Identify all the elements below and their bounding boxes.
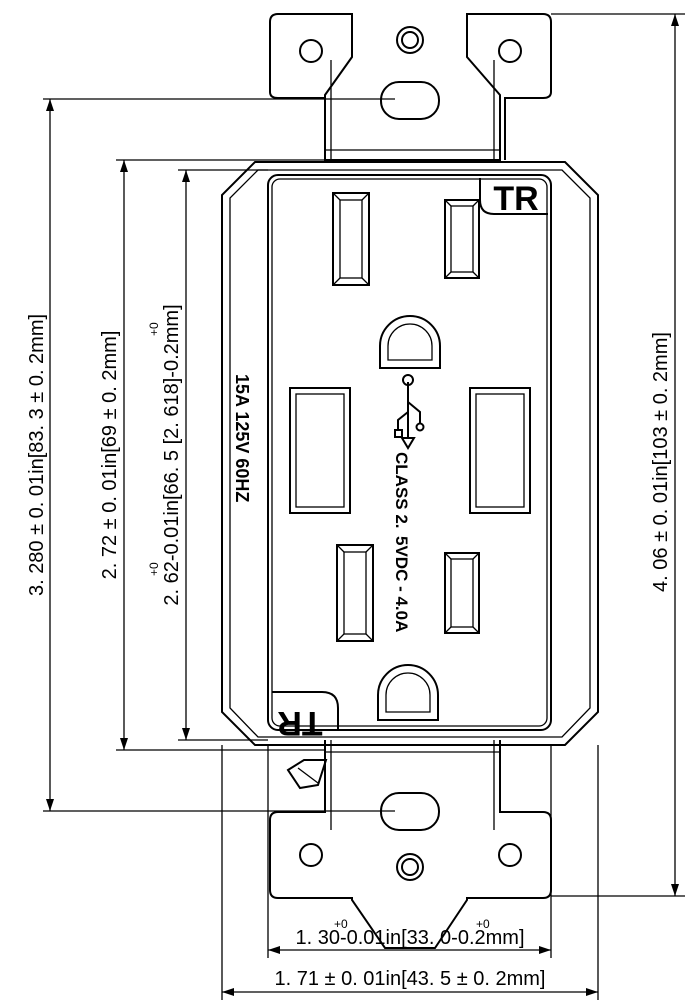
tr-top-marker: TR — [479, 178, 548, 218]
lower-ground-hole — [377, 664, 439, 721]
upper-neutral-slot — [332, 192, 370, 286]
bottom-left-ear-hole — [299, 843, 323, 867]
lower-neutral-slot — [336, 544, 374, 642]
usb-port-left — [289, 387, 351, 514]
top-mount-slot — [380, 81, 440, 120]
dim-body-height-text: 2. 62-0.01in[66. 5 [2. 618]-0.2mm] — [161, 304, 183, 605]
lower-receptacle — [336, 544, 480, 721]
outlet-body-inner — [229, 169, 591, 738]
bottom-screw-icon — [396, 853, 424, 881]
upper-hot-slot — [444, 199, 480, 279]
bottom-right-ear-hole — [498, 843, 522, 867]
dim-face-height: 2. 72 ± 0. 01in[69 ± 0. 2mm] — [99, 159, 325, 751]
top-screw-icon — [396, 26, 424, 54]
dim-overall-width: 1. 71 ± 0. 01in[43. 5 ± 0. 2mm] — [221, 745, 599, 1000]
dim-body-height-sup1: +0 — [147, 562, 161, 576]
dim-body-width-sup1: +0 — [334, 917, 348, 931]
usb-output-label: 5VDC - 4.0A — [392, 536, 411, 632]
dim-body-height: 2. 62-0.01in[66. 5 [2. 618]-0.2mm] +0 +0 — [147, 169, 268, 741]
upper-receptacle — [332, 192, 480, 369]
top-mounting-strap — [269, 13, 552, 161]
ground-screw-icon — [286, 759, 328, 790]
tr-bottom-label: TR — [277, 704, 322, 742]
usb-class-label: CLASS 2. — [392, 452, 411, 529]
dim-body-height-sup2: +0 — [147, 322, 161, 336]
top-right-ear-hole — [498, 39, 522, 63]
dim-face-height-text: 2. 72 ± 0. 01in[69 ± 0. 2mm] — [99, 331, 121, 580]
tr-top-label: TR — [493, 180, 538, 218]
usb-port-right — [469, 387, 531, 514]
upper-ground-hole — [379, 315, 441, 369]
outlet-face — [267, 174, 552, 731]
dim-body-width-text: 1. 30-0.01in[33. 0-0.2mm] — [295, 927, 524, 949]
dim-body-width-sup2: +0 — [476, 917, 490, 931]
usb-symbol-icon — [394, 374, 425, 450]
dim-overall-height: 4. 06 ± 0. 01in[103 ± 0. 2mm] — [551, 13, 685, 897]
dim-body-width: 1. 30-0.01in[33. 0-0.2mm] +0 +0 — [267, 745, 552, 958]
rating-label: 15A 125V 60HZ — [232, 374, 252, 502]
dim-overall-width-text: 1. 71 ± 0. 01in[43. 5 ± 0. 2mm] — [275, 968, 546, 990]
dim-mount-hole-spacing: 3. 280 ± 0. 01in[83. 3 ± 0. 2mm] — [26, 98, 395, 812]
dim-mount-hole-spacing-text: 3. 280 ± 0. 01in[83. 3 ± 0. 2mm] — [26, 314, 48, 596]
top-left-ear-hole — [299, 39, 323, 63]
dim-overall-height-text: 4. 06 ± 0. 01in[103 ± 0. 2mm] — [650, 332, 672, 592]
outlet-body-outer — [221, 161, 599, 746]
tr-bottom-marker: TR — [272, 691, 339, 742]
lower-hot-slot — [444, 552, 480, 634]
